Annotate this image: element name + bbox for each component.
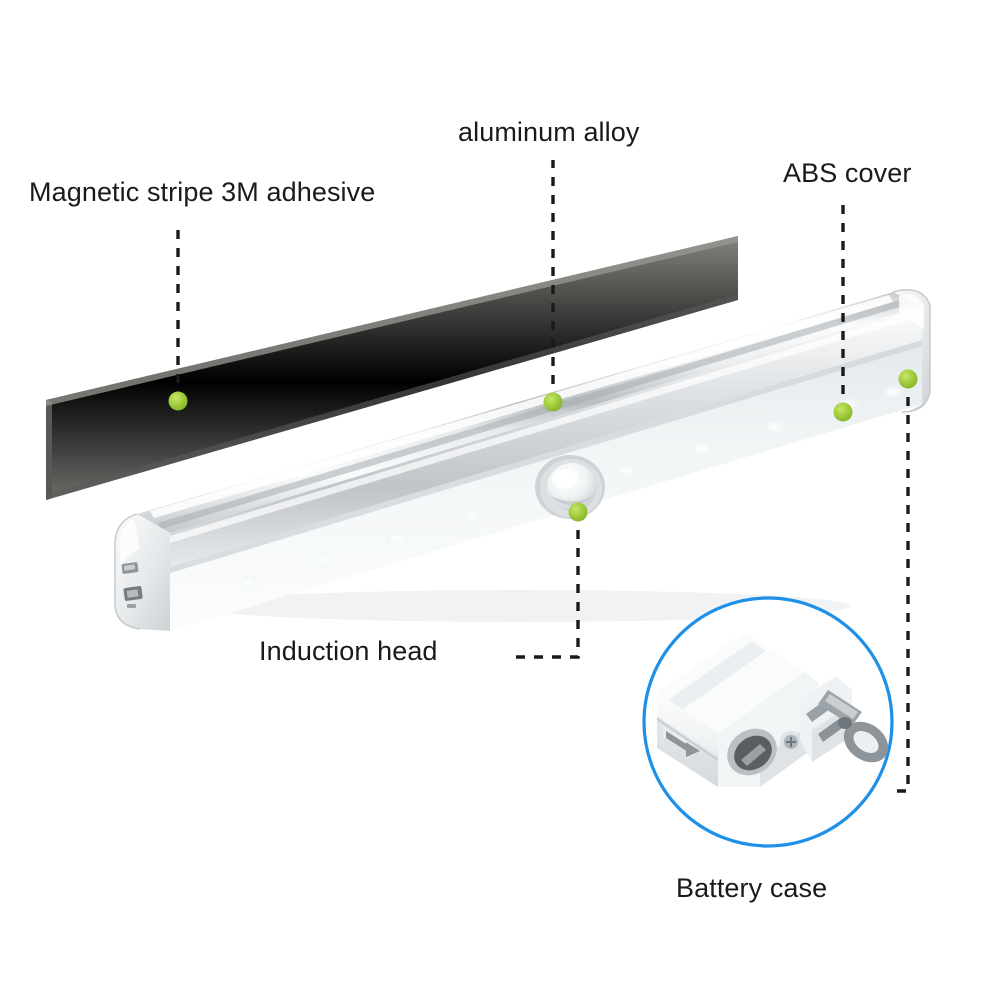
end-cap-connector-detail	[121, 562, 143, 608]
callout-leaders	[176, 160, 910, 793]
magnetic-stripe-top-highlight	[46, 236, 738, 406]
leader-induction-head	[513, 512, 580, 659]
callout-label-battery-case: Battery case	[676, 873, 828, 903]
case-top-face	[657, 632, 805, 733]
right-end-cap-body	[893, 289, 930, 412]
metal-linkage-arm	[818, 690, 889, 763]
callout-label-induction-head: Induction head	[259, 636, 438, 666]
led-dot	[615, 463, 639, 479]
callout-dot-aluminum-alloy	[543, 392, 563, 412]
linkage-pin	[838, 717, 852, 729]
battery-slide-arrow-icon	[663, 726, 700, 757]
left-cap-outline	[114, 513, 141, 630]
battery-case-photo	[656, 632, 889, 787]
aluminum-specular-streak	[150, 295, 893, 518]
left-cap-gloss	[120, 519, 140, 566]
led-dot	[311, 553, 335, 569]
linkage-bar-highlight	[825, 694, 858, 719]
linkage-ring-inner	[853, 731, 879, 753]
bar-shadow	[190, 590, 850, 622]
magnetic-stripe-face	[46, 236, 738, 500]
magnetic-stripe-part	[46, 236, 738, 500]
led-dot	[385, 531, 409, 547]
led-dot	[882, 384, 904, 400]
led-light-bar	[114, 289, 931, 631]
led-dot	[459, 509, 483, 525]
right-cap-gloss	[899, 294, 924, 330]
callout-label-abs-cover: ABS cover	[783, 158, 912, 188]
callout-dot-abs-cover	[833, 402, 853, 422]
led-dot	[689, 441, 713, 457]
callout-dot-magnetic-stripe	[168, 391, 188, 411]
led-dot	[763, 419, 787, 435]
case-seam-line	[656, 718, 719, 761]
callout-dot-induction-head	[568, 502, 588, 522]
case-top-ridge	[668, 641, 766, 710]
dome-gloss	[552, 469, 578, 489]
magnetic-stripe-left-edge	[46, 400, 52, 500]
battery-contact-spring	[741, 744, 766, 766]
led-dot	[237, 575, 261, 591]
right-cap-outline	[892, 289, 931, 413]
leader-battery-case	[895, 379, 910, 793]
left-end-cap	[114, 513, 170, 631]
dome-lower-shade	[549, 494, 595, 506]
callout-label-magnetic-stripe: Magnetic stripe 3M adhesive	[29, 177, 376, 207]
right-end-cap	[892, 289, 931, 413]
screw-cross-slot	[786, 737, 796, 747]
induction-head-dome	[535, 455, 605, 519]
battery-case-inset	[642, 596, 894, 848]
magnetic-stripe-bottom-shadow	[46, 294, 738, 500]
diffuser-top-edge	[170, 340, 922, 573]
callout-dot-battery-case	[898, 369, 918, 389]
led-dot-group	[237, 384, 904, 591]
aluminum-dark-streak	[158, 300, 903, 529]
callout-dots	[168, 369, 918, 522]
aluminum-bevel-highlight	[170, 309, 922, 543]
callout-label-aluminum-alloy: aluminum alloy	[458, 117, 640, 147]
